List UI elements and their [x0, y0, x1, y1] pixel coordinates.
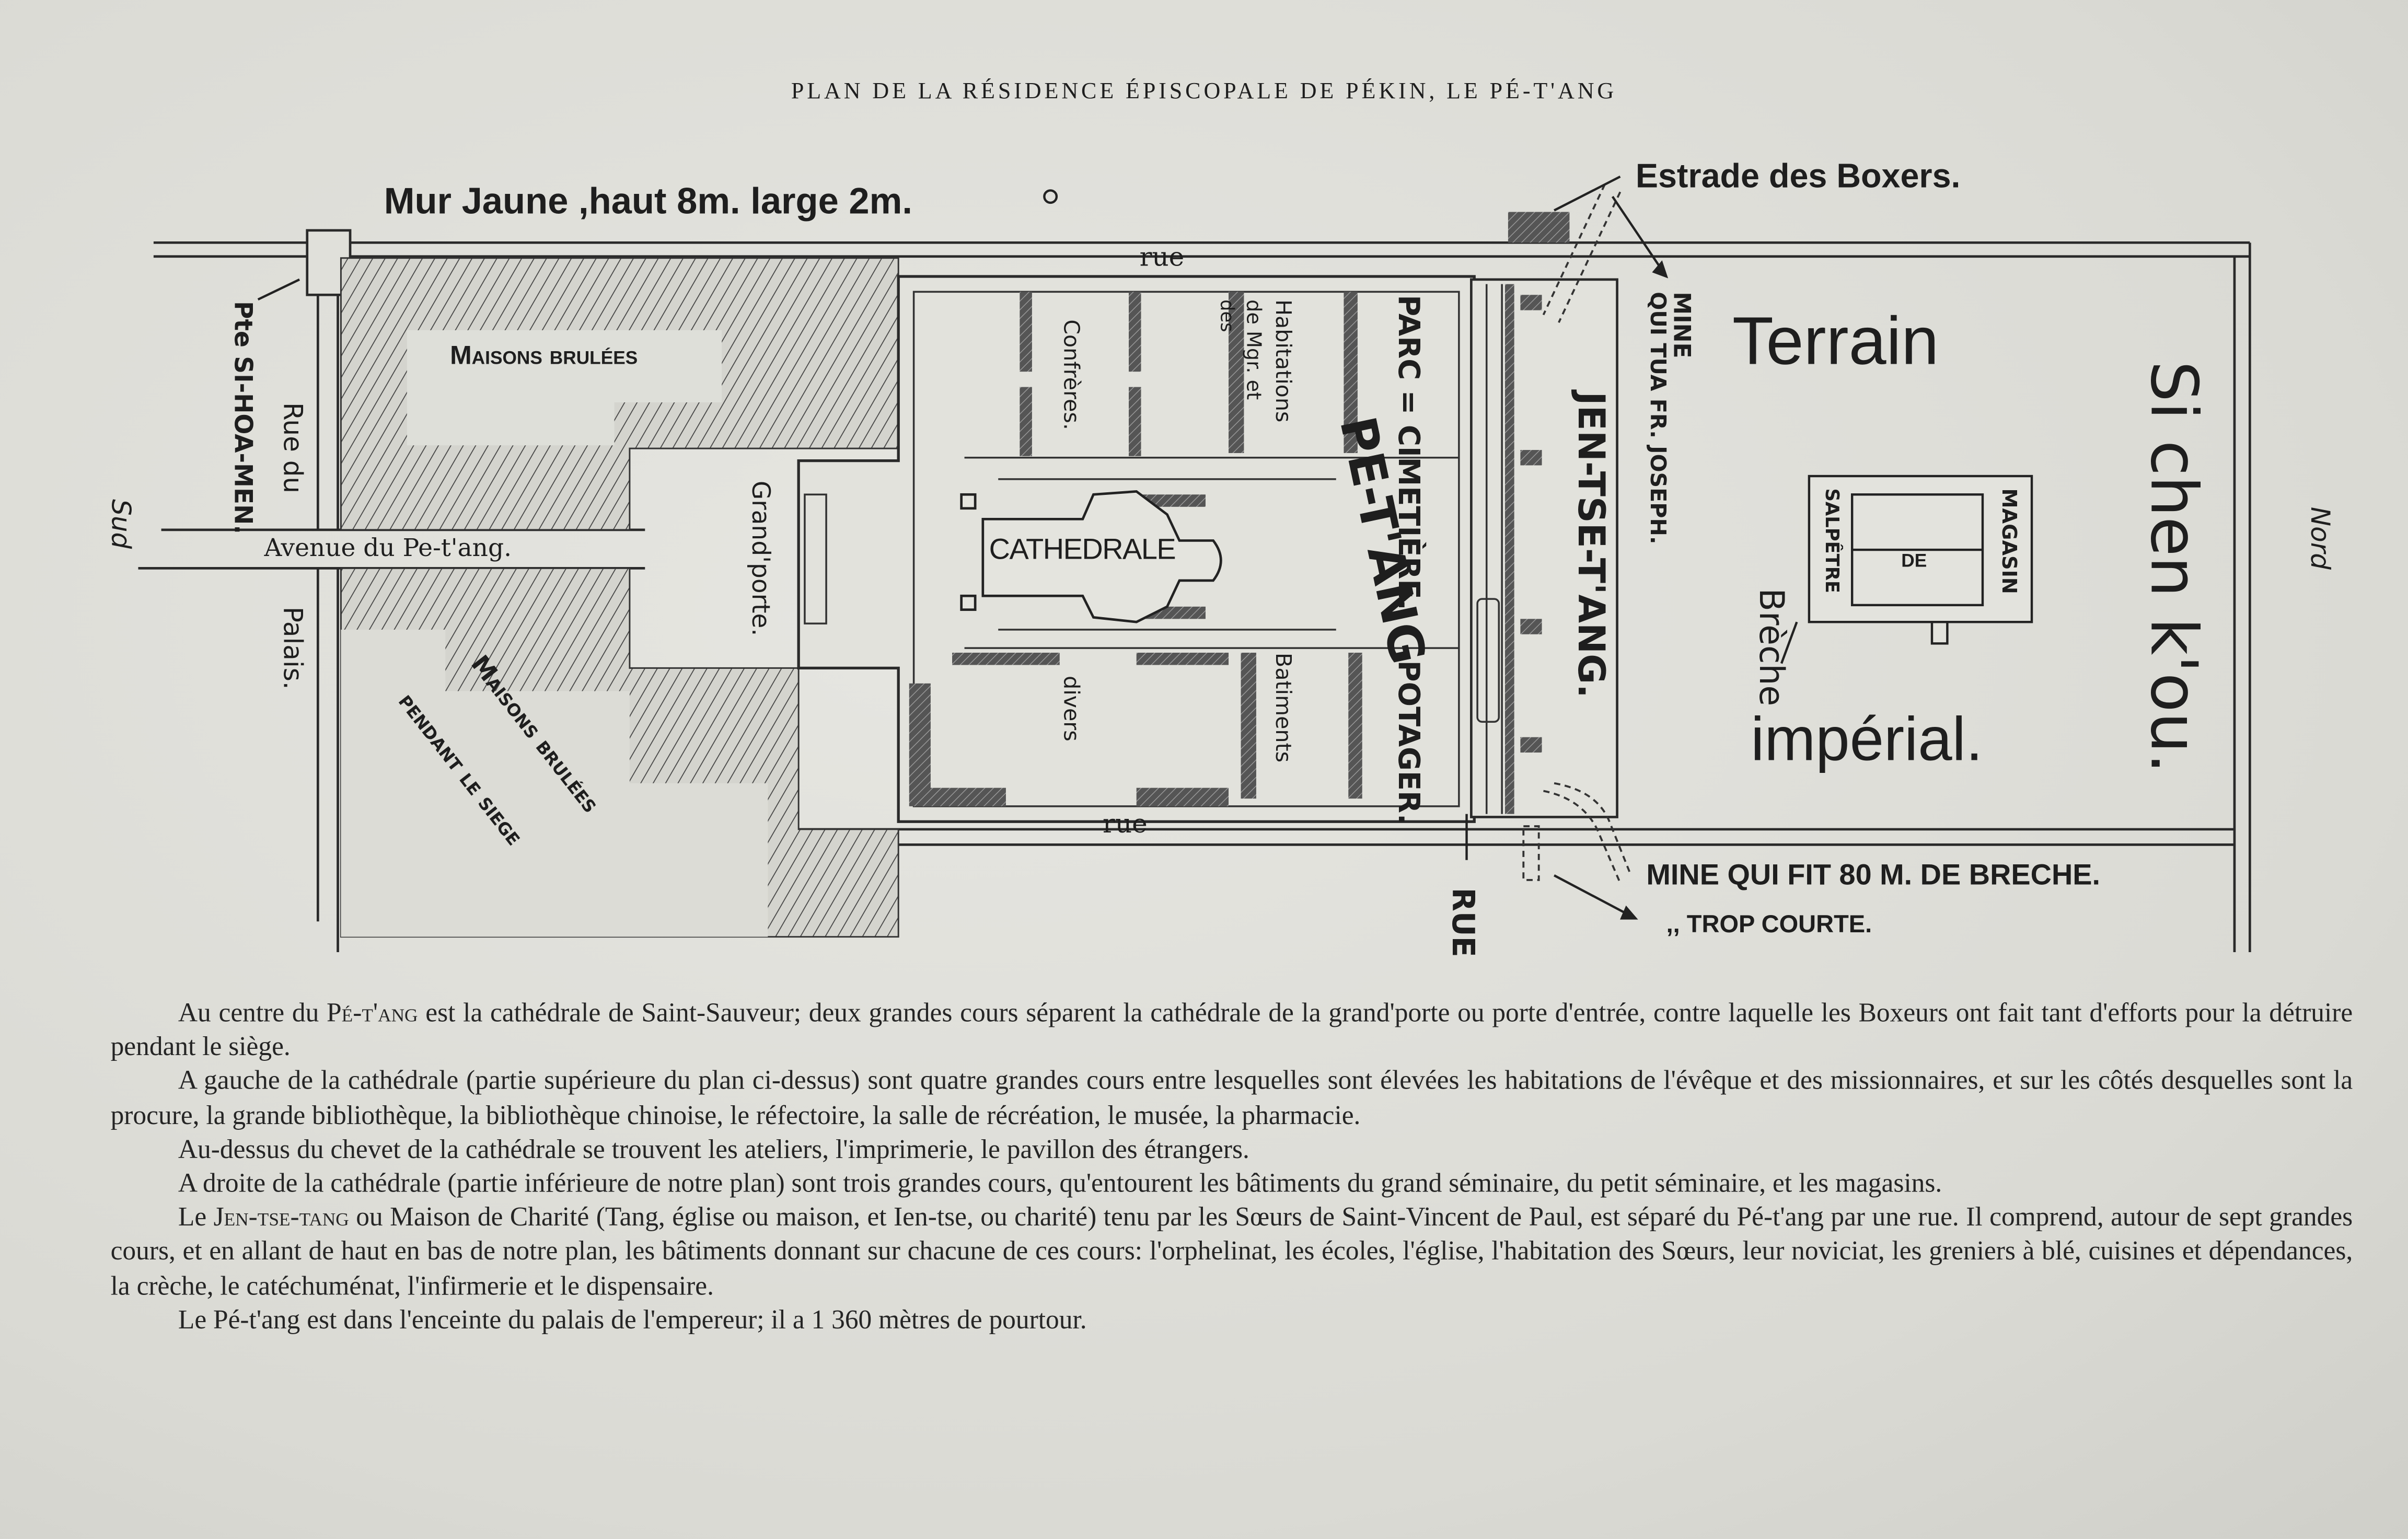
habitations-label: Habitations [1270, 299, 1295, 423]
imperial-label: impérial. [1751, 706, 1983, 774]
grand-porte-label: Grand'porte. [746, 480, 776, 637]
rue-top-label: rue [1139, 242, 1185, 274]
des-label: des [1216, 299, 1238, 332]
rue-bottom-label: rue [1103, 809, 1148, 840]
divers-label: divers [1058, 676, 1083, 742]
mur-jaune-label: Mur Jaune ,haut 8m. large 2m. [384, 181, 912, 223]
breche-label: Brèche [1751, 588, 1789, 707]
magasin-label: MAGASIN [1996, 488, 2020, 594]
page-title: PLAN DE LA RÉSIDENCE ÉPISCOPALE DE PÉKIN… [791, 79, 1617, 105]
paragraph-text: est la cathédrale de Saint-Sauveur; deux… [110, 997, 2353, 1062]
terrain-label: Terrain [1732, 304, 1939, 379]
cathedral-outline [960, 490, 1222, 623]
estrade-label: Estrade des Boxers. [1635, 156, 1961, 195]
mine-tunnels [1522, 183, 1632, 884]
magasin-box [1808, 475, 2033, 645]
cathedrale-label: CATHEDRALE [989, 534, 1176, 567]
parc-cimetiere-label: PARC = CIMETIÈRE. [1391, 295, 1426, 610]
potager-label: POTAGER. [1391, 660, 1426, 825]
mine-fr-joseph-label: QUI TUA FR. JOSEPH. [1645, 292, 1670, 545]
de-mgr-label: de Mgr. et [1241, 299, 1264, 400]
de-label: DE [1901, 550, 1927, 572]
paragraph: Au centre du Pé-t'ang est la cathédrale … [111, 995, 2353, 1063]
paragraph-text: ou Maison de Charité (Tang, église ou ma… [110, 1201, 2353, 1301]
trop-courte-label: ,, TROP COURTE. [1666, 912, 1872, 939]
site-plan [138, 175, 2251, 953]
avenue-label: Avenue du Pe-t'ang. [264, 533, 512, 562]
paragraph-text: A gauche de la cathédrale (partie supéri… [110, 1064, 2353, 1130]
mine-80m-label: MINE QUI FIT 80 M. DE BRECHE. [1646, 860, 2101, 893]
paragraph-text: Le [178, 1201, 214, 1232]
caption-text: Au centre du Pé-t'ang est la cathédrale … [111, 995, 2353, 1336]
jen-tse-tang-label: JEN-TSE-T'ANG. [1569, 391, 1613, 698]
salpetre-label: SALPÊTRE [1821, 488, 1843, 593]
paragraph: A gauche de la cathédrale (partie supéri… [111, 1063, 2353, 1132]
nord-label: Nord [2303, 506, 2334, 570]
mine-label: MINE [1668, 292, 1696, 358]
paragraph-text: Au-dessus du chevet de la cathédrale se … [178, 1133, 1249, 1164]
paragraph-text: A droite de la cathédrale (partie inféri… [178, 1167, 1942, 1198]
maisons-brulees-label: Maisons brulées [450, 341, 638, 371]
paragraph: A droite de la cathédrale (partie inféri… [111, 1166, 2353, 1200]
rue-du-label: Rue du [276, 402, 307, 494]
paragraph-smallcaps: Pé-t'ang [327, 997, 418, 1028]
sud-label: Sud [104, 499, 135, 549]
paragraph-smallcaps: Jen-tse-tang [213, 1201, 349, 1232]
arrows [257, 175, 1798, 920]
paragraph: Le Jen-tse-tang ou Maison de Charité (Ta… [111, 1200, 2353, 1302]
porte-si-hoa-men-label: Pte SI-HOA-MEN. [228, 301, 258, 535]
paragraph-text: Au centre du [178, 997, 327, 1028]
paragraph: Le Pé-t'ang est dans l'enceinte du palai… [111, 1302, 2353, 1336]
batiments-label: Batiments [1270, 652, 1295, 763]
si-chen-kou-label: Si chen k'ou. [2136, 361, 2212, 774]
palais-label: Palais. [276, 606, 307, 690]
paragraph-text: Le Pé-t'ang est dans l'enceinte du palai… [178, 1303, 1087, 1335]
confreres-label: Confrères. [1058, 319, 1083, 430]
jen-tse-tang-compound [1470, 278, 1618, 818]
paragraph: Au-dessus du chevet de la cathédrale se … [111, 1131, 2353, 1165]
rue-large-label: RUE [1445, 887, 1482, 957]
